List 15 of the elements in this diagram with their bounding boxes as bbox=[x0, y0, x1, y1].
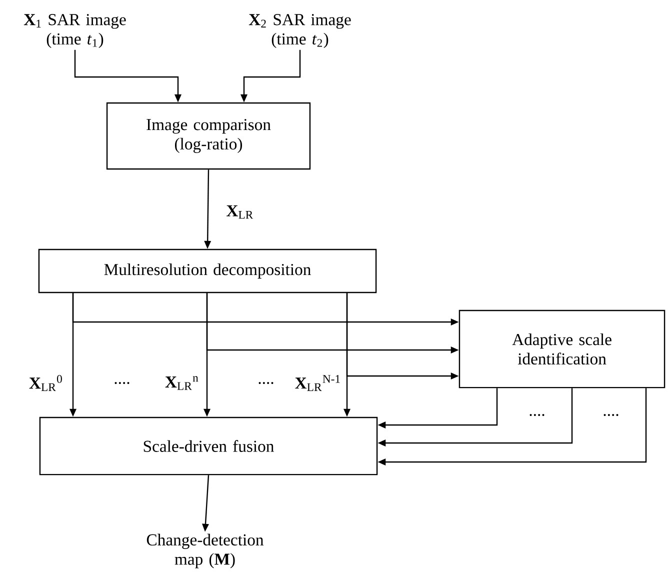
text-label: Change-detection map (M) bbox=[146, 534, 264, 568]
edge-label: X$_{LR}$ bbox=[224, 204, 256, 220]
edge-label: X$_{LR}$N-1 bbox=[293, 374, 343, 392]
text-label: X$_{2}$ SAR image (time t$_{2}$) bbox=[248, 14, 351, 48]
process-box: Adaptive scale identification bbox=[458, 310, 666, 388]
text-label: X$_{1}$ SAR image (time t$_{1}$) bbox=[24, 14, 126, 48]
process-box: Image comparison (log-ratio) bbox=[106, 102, 311, 170]
ellipsis-label: .... bbox=[258, 382, 274, 384]
edge-label: X$_{LR}$0 bbox=[28, 374, 64, 392]
ellipsis-label: .... bbox=[114, 382, 130, 384]
process-box: Scale-driven fusion bbox=[39, 416, 378, 476]
ellipsis-label: .... bbox=[530, 414, 544, 416]
edge-label: X$_{LR}$n bbox=[164, 374, 200, 392]
ellipsis-label: .... bbox=[604, 414, 618, 416]
process-box: Multiresolution decomposition bbox=[38, 248, 377, 294]
